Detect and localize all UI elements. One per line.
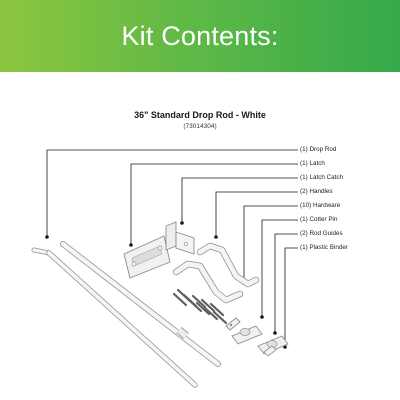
leader-hardware [243,205,298,282]
leader-cotter-pin [261,219,298,316]
item-label-drop-rod: (1) Drop Rod [300,146,337,153]
item-label-handles: (2) Handles [300,188,333,195]
leader-drop-rod [46,149,298,236]
latch-icon [123,235,171,279]
latch-rod-icon [60,241,221,367]
leader-handles [215,191,298,236]
leader-rod-guides [274,233,298,332]
rod-guide-icon [231,325,289,355]
handle-icon [172,242,260,304]
item-label-cotter-pin: (1) Cotter Pin [300,216,338,223]
item-label-hardware: (10) Hardware [300,202,341,209]
item-label-latch: (1) Latch [300,160,325,167]
latch-catch-icon [165,221,195,255]
header-banner [0,0,400,72]
drop-rod-icon [31,247,198,388]
page-title: Kit Contents: [121,21,279,51]
item-label-latch-catch: (1) Latch Catch [300,174,344,181]
item-label-plastic-binder: (1) Plastic Binder [300,244,348,251]
cotter-pin-icon [225,317,241,331]
leader-plastic-binder [284,247,298,346]
item-label-rod-guides: (2) Rod Guides [300,230,343,237]
product-sku: (73014304) [183,123,217,130]
plastic-binder-icon [263,345,277,357]
leader-latch [130,163,298,244]
screw-icon [172,288,228,325]
leader-latch-catch [181,177,298,222]
leader-lines [46,149,298,346]
product-title: 36" Standard Drop Rod - White [134,110,266,120]
